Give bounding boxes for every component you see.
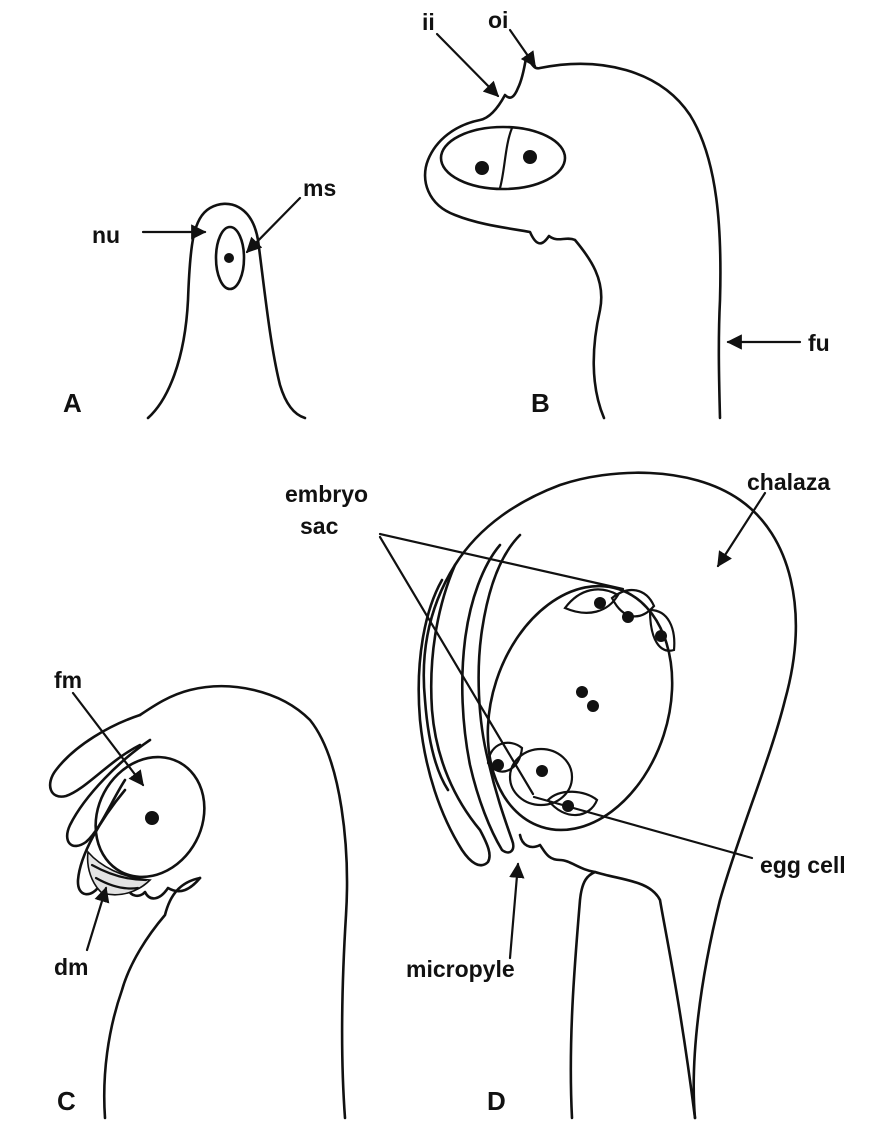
label-ii: ii bbox=[422, 9, 435, 35]
degenerating-megaspores bbox=[88, 852, 150, 895]
dm-arrow bbox=[87, 888, 106, 950]
antipodal-nucleus-3 bbox=[655, 630, 667, 642]
oi-arrow bbox=[510, 30, 535, 66]
panel-b: ii oi fu B bbox=[422, 7, 830, 418]
antipodal-cell-1 bbox=[565, 589, 618, 612]
panel-letter-b: B bbox=[531, 388, 550, 418]
label-embryo-sac-line2: sac bbox=[300, 513, 339, 539]
dyad-nucleus-right bbox=[523, 150, 537, 164]
label-dm: dm bbox=[54, 954, 89, 980]
antipodal-nucleus-1 bbox=[594, 597, 606, 609]
panel-d: embryo sac chalaza egg cell micropyle D bbox=[285, 469, 846, 1118]
outer-integument-c bbox=[50, 715, 140, 797]
ovule-c-inner-outline bbox=[104, 878, 200, 1118]
egg-cell bbox=[510, 749, 572, 805]
label-nu: nu bbox=[92, 222, 120, 248]
dyad-wall bbox=[500, 128, 512, 188]
fm-arrow bbox=[73, 693, 143, 785]
label-oi: oi bbox=[488, 7, 508, 33]
ovule-c-outline bbox=[140, 686, 347, 1118]
label-chalaza: chalaza bbox=[747, 469, 830, 495]
panel-a: nu ms A bbox=[63, 175, 336, 418]
label-ms: ms bbox=[303, 175, 336, 201]
outer-integument-d bbox=[419, 565, 490, 865]
label-micropyle: micropyle bbox=[406, 956, 515, 982]
micropyle-notch-d bbox=[520, 835, 595, 872]
antipodal-cell-2 bbox=[612, 590, 654, 616]
ovule-body-outline bbox=[425, 58, 720, 418]
label-fu: fu bbox=[808, 330, 830, 356]
polar-nucleus-2 bbox=[587, 700, 599, 712]
chalaza-arrow bbox=[718, 493, 765, 566]
functional-megaspore-nucleus bbox=[145, 811, 159, 825]
micropyle-arrow bbox=[510, 864, 518, 958]
panel-letter-a: A bbox=[63, 388, 82, 418]
middle-integument-c bbox=[67, 740, 150, 846]
panel-letter-c: C bbox=[57, 1086, 76, 1116]
egg-nucleus bbox=[536, 765, 548, 777]
label-egg-cell: egg cell bbox=[760, 852, 846, 878]
ovule-d-outer-outline bbox=[571, 872, 695, 1118]
synergid-nucleus-1 bbox=[492, 759, 504, 771]
dyad-cell bbox=[441, 127, 565, 189]
nucellus-outline bbox=[148, 204, 305, 418]
megasporocyte-nucleus bbox=[224, 253, 234, 263]
embryo-sac-leader-upper bbox=[380, 534, 623, 589]
egg-cell-leader bbox=[534, 797, 752, 858]
embryo-sac-leader-lower bbox=[380, 537, 533, 794]
label-fm: fm bbox=[54, 667, 82, 693]
panel-letter-d: D bbox=[487, 1086, 506, 1116]
ovule-d-body bbox=[424, 473, 796, 1118]
polar-nucleus-1 bbox=[576, 686, 588, 698]
ii-arrow bbox=[437, 34, 498, 96]
panel-c: fm dm C bbox=[50, 667, 347, 1118]
label-embryo-sac-line1: embryo bbox=[285, 481, 368, 507]
antipodal-nucleus-2 bbox=[622, 611, 634, 623]
dyad-nucleus-left bbox=[475, 161, 489, 175]
